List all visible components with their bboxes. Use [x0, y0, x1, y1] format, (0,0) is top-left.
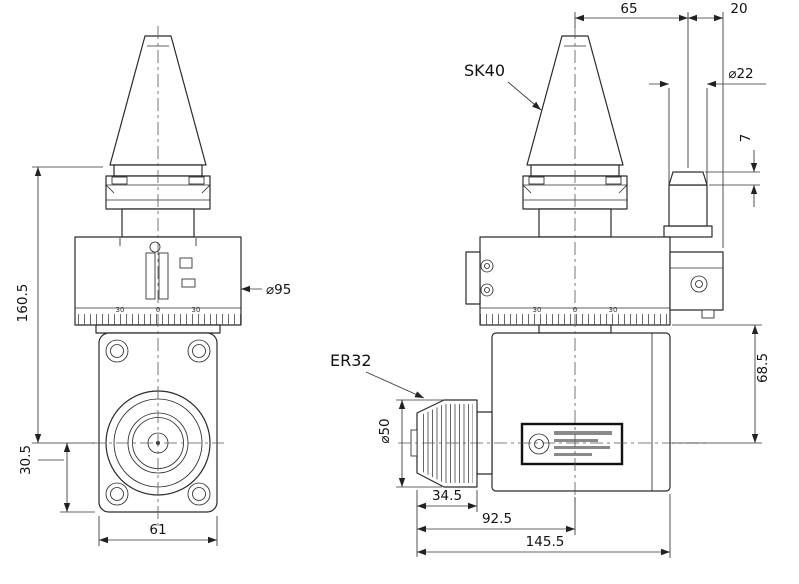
- dimension-pin-offset-65: 65: [574, 1, 689, 168]
- gear-housing: [491, 324, 671, 492]
- dimension-total-height: 160.5: [15, 166, 103, 444]
- er32-collet-chuck: [410, 399, 493, 488]
- side-dimensions: SK40 ER32 65 20 ⌀22: [330, 1, 771, 558]
- dim-text-dia50: ⌀50: [377, 418, 393, 443]
- knurl-grip: [421, 404, 473, 483]
- front-dimensions: 160.5 30.5 61 ⌀95: [15, 166, 291, 546]
- dimension-pin-to-edge-20: 20: [688, 1, 748, 248]
- label-sk40: SK40: [464, 61, 542, 111]
- dimension-width: 61: [98, 516, 218, 546]
- dim-text-160-5: 160.5: [15, 284, 31, 323]
- dimension-body-diameter: ⌀95: [241, 282, 291, 298]
- set-screw: [149, 241, 161, 253]
- clamp-block: [465, 251, 481, 305]
- stop-block: [669, 251, 724, 319]
- dim-text-30-5: 30.5: [18, 445, 34, 475]
- body-ring-side: 30 0 30: [465, 236, 671, 326]
- stop-pin: [663, 171, 713, 238]
- dimension-nose-to-axis-92-5: 92.5: [417, 497, 576, 535]
- er32-label: ER32: [330, 351, 372, 370]
- dim-text-dia95: ⌀95: [266, 282, 291, 298]
- dim-text-34-5: 34.5: [432, 488, 462, 504]
- drive-slot-left: [111, 176, 128, 185]
- dim-text-61: 61: [149, 522, 166, 538]
- drive-slot-right: [188, 176, 205, 185]
- dim-text-65: 65: [620, 1, 637, 17]
- dim-text-dia22: ⌀22: [728, 66, 753, 82]
- corner-bolt: [110, 344, 124, 358]
- label-er32: ER32: [330, 351, 425, 399]
- dim-text-20: 20: [730, 1, 747, 17]
- dimension-collet-diameter-50: ⌀50: [377, 399, 444, 488]
- dimension-lower-height: 30.5: [18, 443, 95, 513]
- dimension-pin-diameter-22: ⌀22: [649, 66, 766, 185]
- name-plate: [520, 422, 624, 466]
- dim-text-145-5: 145.5: [526, 534, 565, 550]
- dim-text-92-5: 92.5: [482, 511, 512, 527]
- adjust-screw: [695, 280, 703, 288]
- scale-label: 30: [192, 306, 201, 314]
- brand-logo-icon: [528, 433, 550, 455]
- dimension-nut-length-34-5: 34.5: [416, 488, 478, 557]
- sk40-label: SK40: [464, 61, 505, 80]
- scale-label: 30: [609, 306, 618, 314]
- corner-bolt: [110, 487, 124, 501]
- scale-label: 30: [116, 306, 125, 314]
- dimension-axis-height-68-5: 68.5: [672, 324, 771, 444]
- dimension-pin-cap-7: 7: [705, 134, 760, 207]
- dim-text-68-5: 68.5: [755, 353, 771, 383]
- front-view: 30 0 30: [74, 26, 242, 530]
- corner-bolt: [192, 344, 206, 358]
- side-view: 30 0 30: [398, 26, 724, 505]
- corner-bolt: [192, 487, 206, 501]
- dimension-total-length-145-5: 145.5: [417, 494, 671, 558]
- scale-label: 30: [533, 306, 542, 314]
- dim-text-7: 7: [738, 134, 754, 143]
